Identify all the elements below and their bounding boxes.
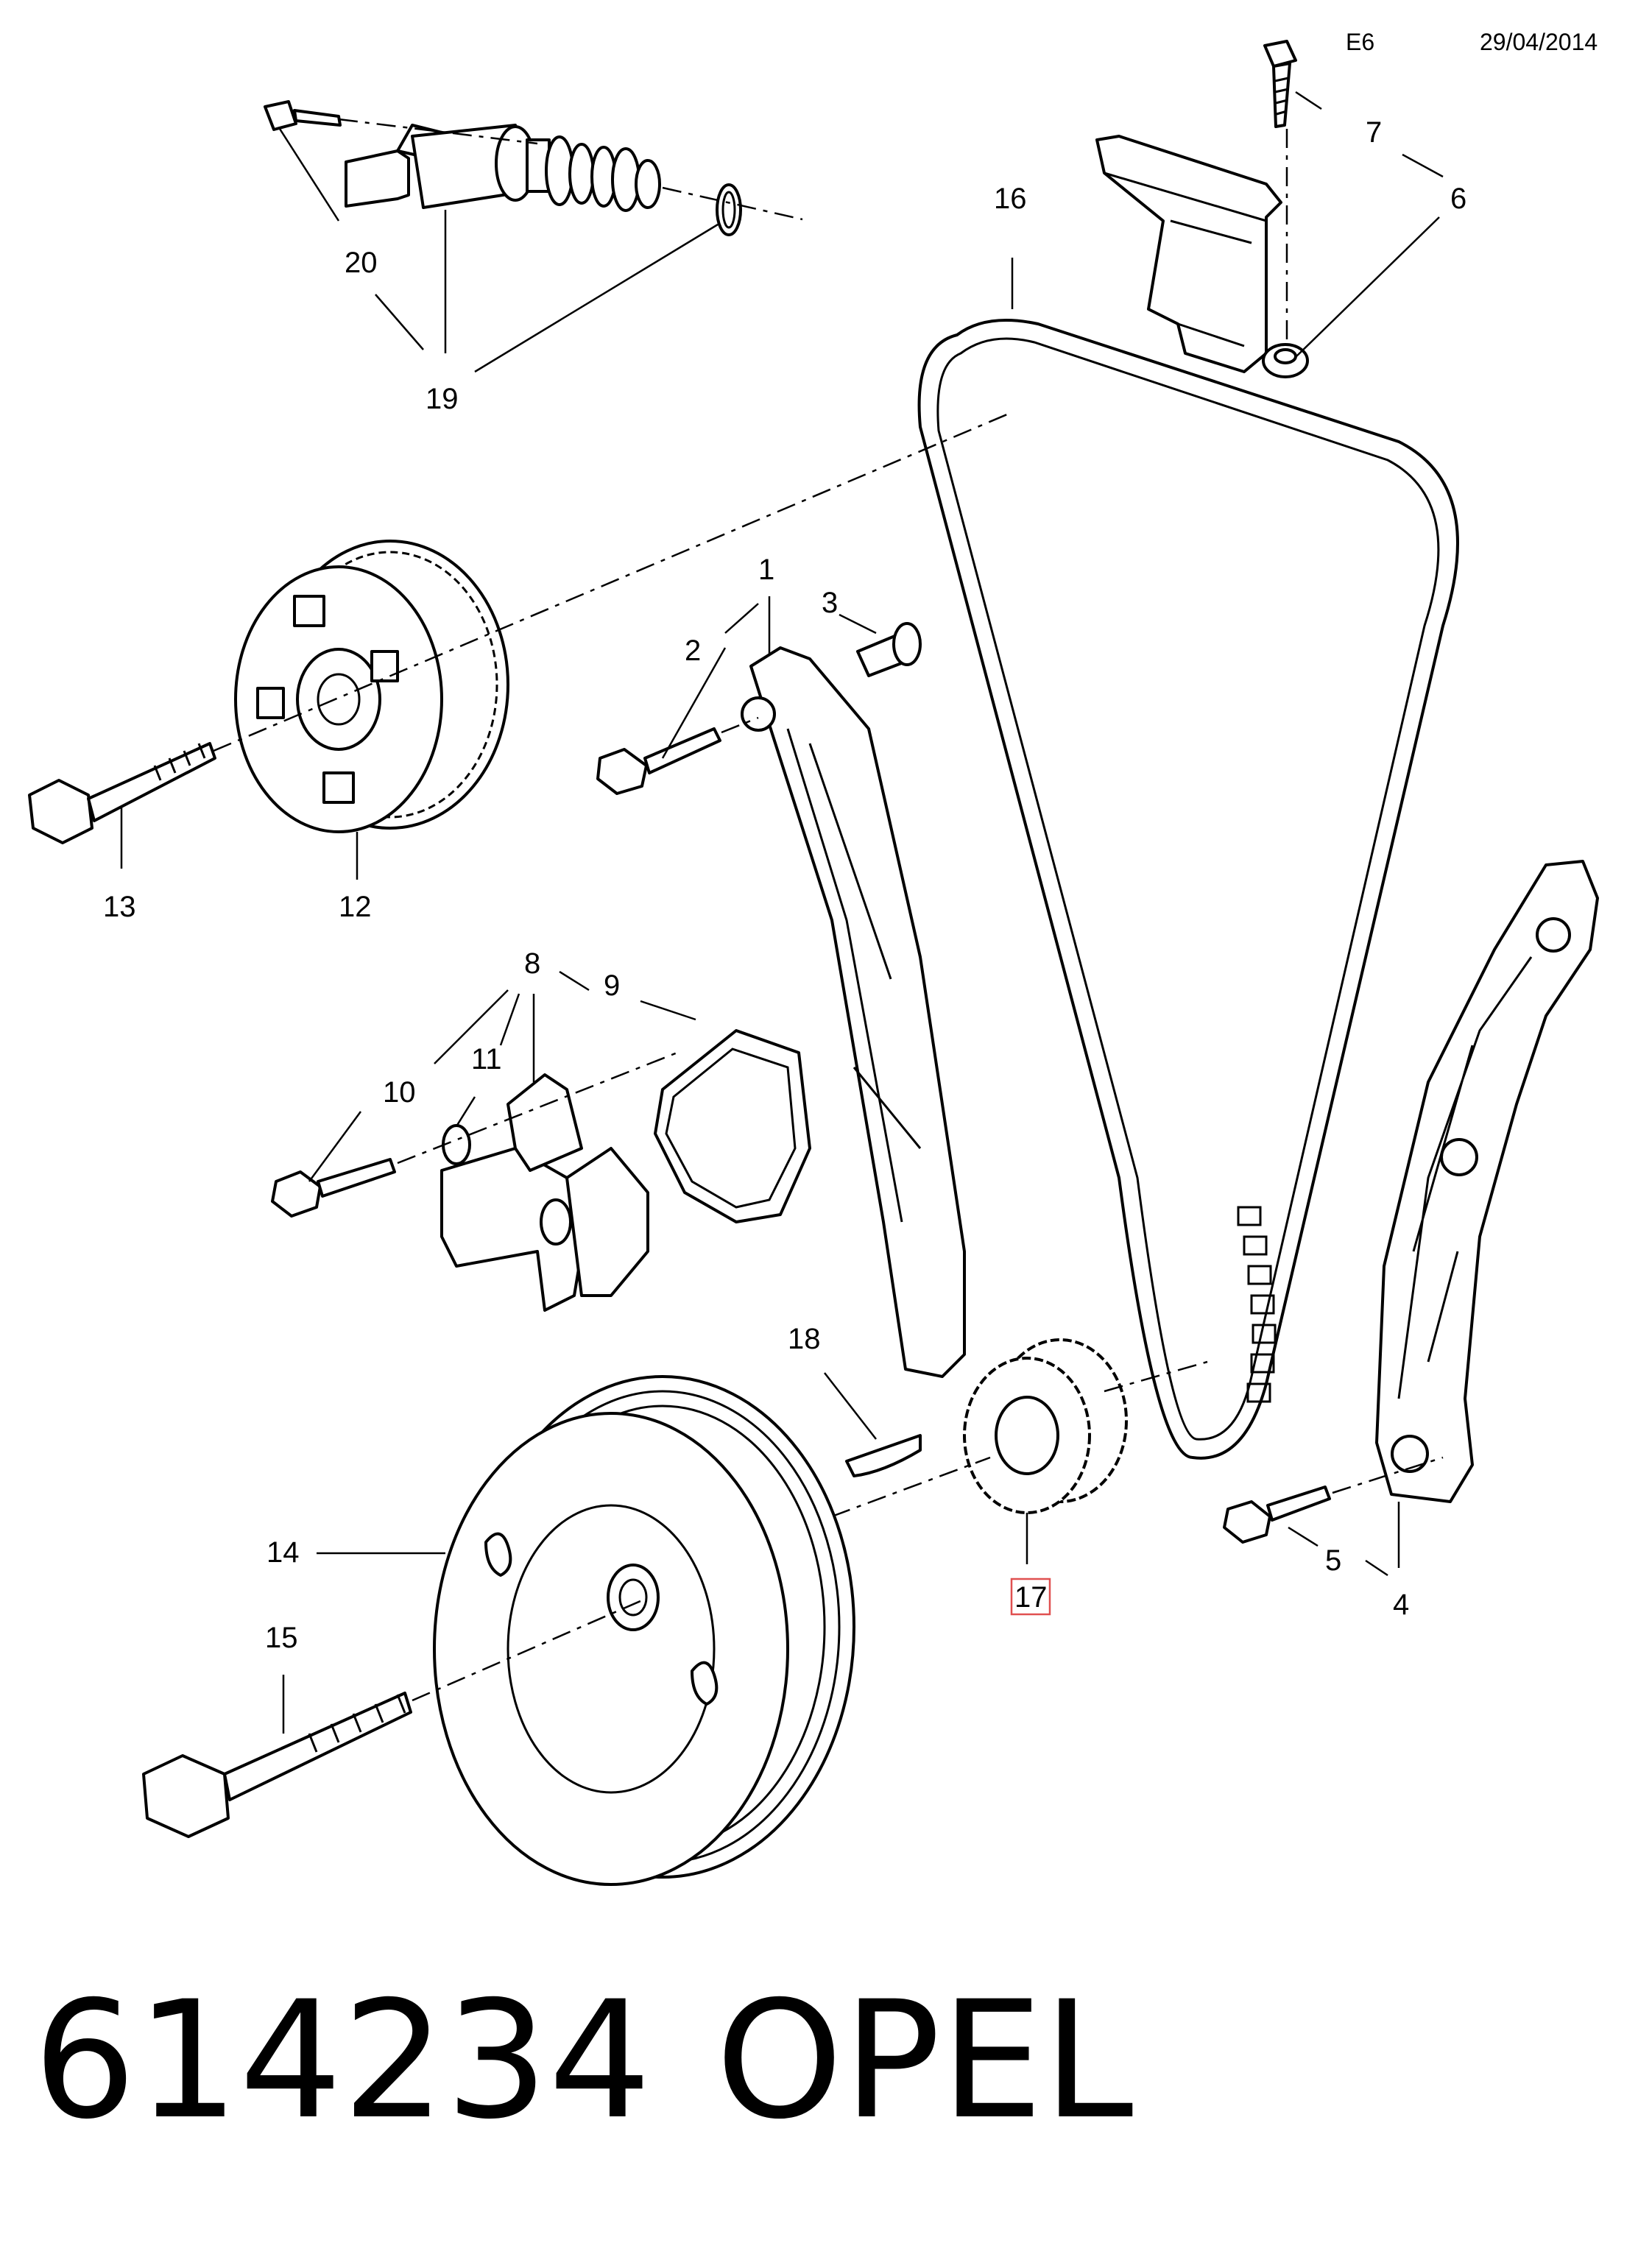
- callout-16: 16: [994, 183, 1027, 215]
- callout-2: 2: [685, 635, 701, 667]
- bolt-15: [142, 1692, 412, 1838]
- washer-11: [442, 1124, 471, 1165]
- callout-8: 8: [524, 947, 540, 980]
- crankshaft-pulley: [433, 1375, 855, 1886]
- bolt-13: [28, 742, 216, 844]
- solenoid-o-ring: [716, 183, 742, 236]
- callout-4: 4: [1393, 1589, 1409, 1621]
- callout-11: 11: [471, 1043, 502, 1075]
- camshaft-adjuster: [234, 540, 509, 833]
- timing-chain: [917, 319, 1459, 1460]
- header-code: E6: [1346, 29, 1374, 55]
- vvt-solenoid: [345, 124, 661, 212]
- bolt-20: [264, 100, 342, 131]
- callout-19: 19: [426, 383, 459, 415]
- callout-3: 3: [822, 587, 838, 619]
- pivot-pin-3: [856, 622, 922, 677]
- callout-15: 15: [265, 1622, 298, 1654]
- brand-name: OPEL: [716, 1966, 1133, 2155]
- callout-6: 6: [1450, 183, 1466, 215]
- callout-13: 13: [103, 891, 136, 923]
- callout-14: 14: [266, 1536, 300, 1569]
- bolt-5: [1223, 1485, 1331, 1544]
- bolt-2: [596, 727, 721, 795]
- callout-1: 1: [758, 554, 774, 586]
- callout-18: 18: [788, 1323, 821, 1355]
- callout-10: 10: [383, 1076, 416, 1109]
- upper-chain-guide: [1095, 135, 1309, 378]
- callout-7: 7: [1366, 116, 1382, 149]
- callout-5: 5: [1325, 1544, 1341, 1577]
- chain-links: [1237, 1206, 1277, 1403]
- fixed-chain-guide: [1375, 860, 1599, 1503]
- tensioner-gasket: [654, 1029, 811, 1223]
- tensioner-rail: [741, 646, 966, 1378]
- woodruff-key: [845, 1434, 922, 1477]
- header-date: 29/04/2014: [1480, 29, 1598, 55]
- callout-20: 20: [345, 247, 378, 279]
- callout-9: 9: [604, 969, 620, 1002]
- crankshaft-sprocket: [963, 1338, 1128, 1514]
- bolt-7: [1263, 40, 1297, 128]
- bolt-10: [271, 1158, 396, 1218]
- part-number: 614234: [33, 1966, 652, 2155]
- callout-12: 12: [339, 891, 372, 923]
- chain-tensioner: [440, 1073, 649, 1312]
- leader-lines: [120, 91, 1444, 1734]
- callout-17-highlight-box: [1010, 1578, 1051, 1616]
- callout-17: 17: [1014, 1581, 1048, 1614]
